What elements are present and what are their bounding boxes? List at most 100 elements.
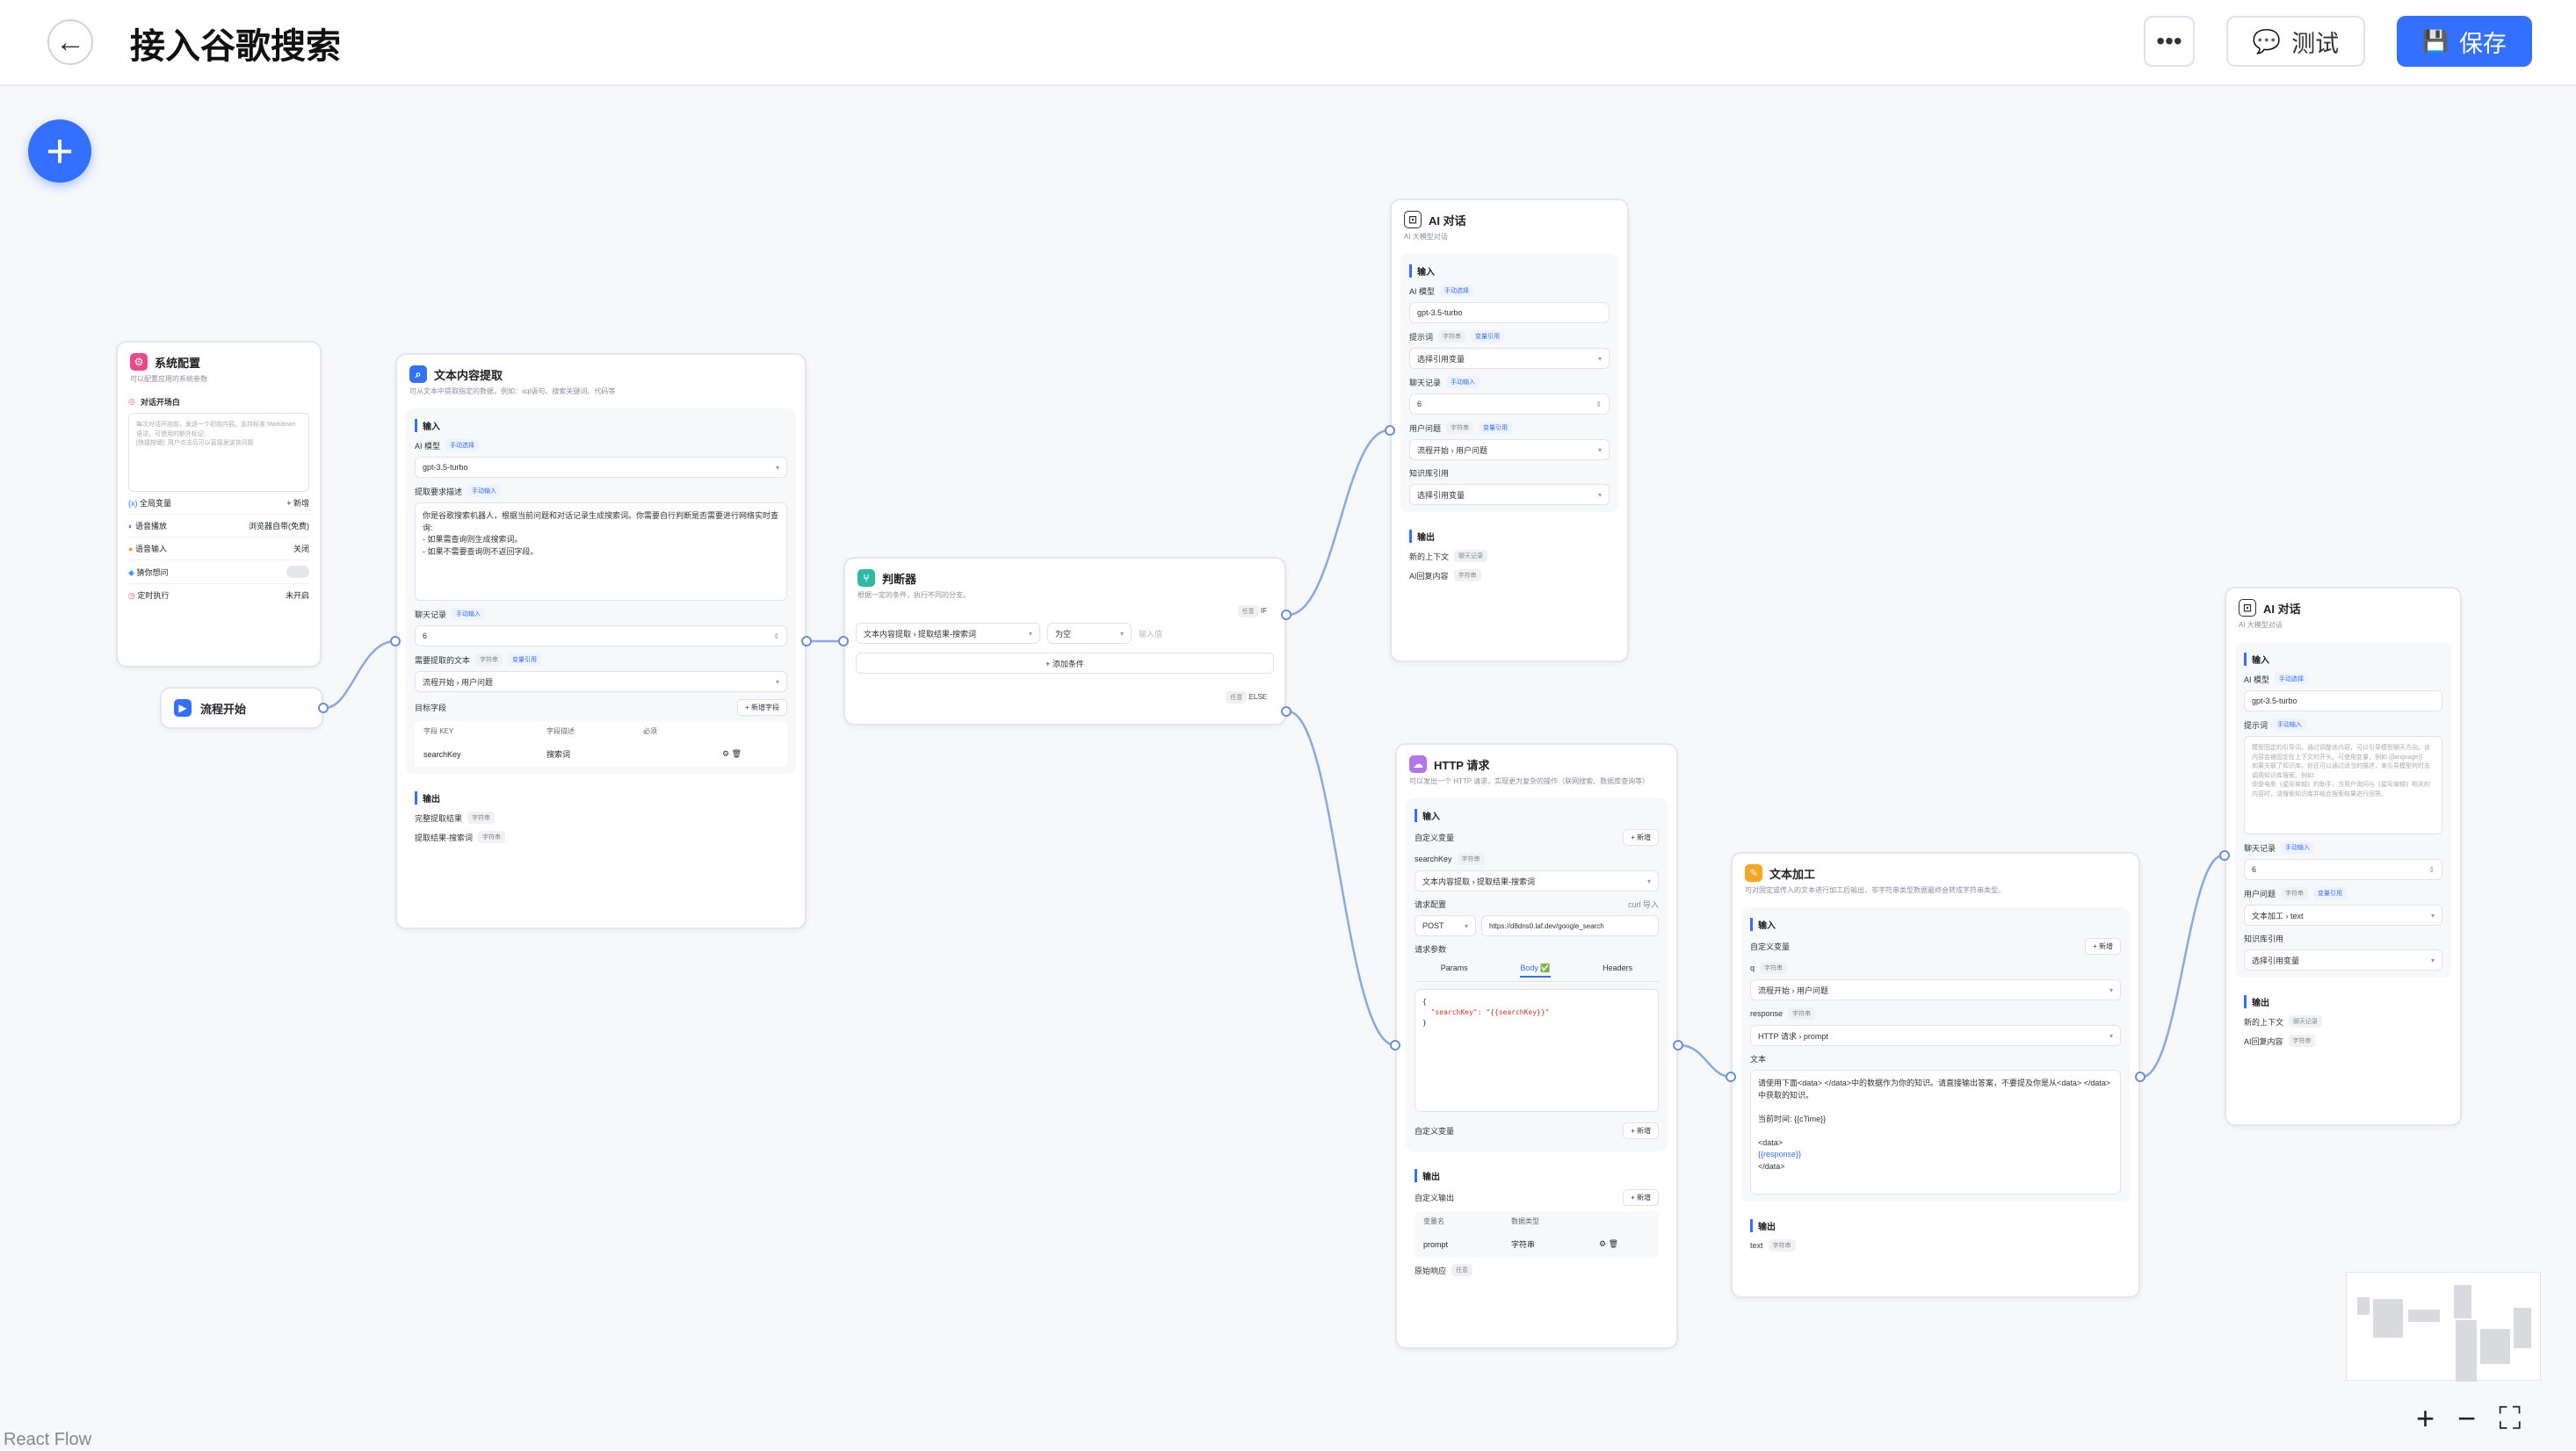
- chat-bubble-icon: 💬: [2252, 27, 2282, 54]
- minimap[interactable]: [2346, 1272, 2541, 1382]
- node-title: HTTP 请求: [1434, 758, 1490, 772]
- http-request-node[interactable]: ☁HTTP 请求 可以发出一个 HTTP 请求，实现更为复杂的操作（联网搜索、数…: [1395, 743, 1678, 1349]
- add-var-button[interactable]: + 新增: [1623, 829, 1659, 846]
- chevron-down-icon: ▾: [775, 677, 779, 686]
- question-select[interactable]: 流程开始 › 用户问题▾: [1409, 439, 1610, 460]
- test-button-label: 测试: [2291, 30, 2340, 57]
- save-button[interactable]: 💾 保存: [2397, 16, 2532, 67]
- question-label: 用户问题: [2244, 889, 2276, 899]
- url-input[interactable]: https://d8dns0.laf.dev/google_search: [1481, 915, 1659, 936]
- judge-node[interactable]: ⑂判断器 根据一定的条件，执行不同的分支。 任意 IF 文本内容提取 › 提取结…: [843, 557, 1286, 726]
- judge-if-handle[interactable]: [1281, 610, 1292, 620]
- question-tag1: 字符串: [2281, 887, 2309, 899]
- http-output-handle[interactable]: [1673, 1040, 1683, 1050]
- text-output-handle[interactable]: [2135, 1072, 2145, 1082]
- http-input-handle[interactable]: [1390, 1040, 1400, 1050]
- if-label: IF: [1260, 607, 1267, 615]
- text-line: <data>: [1758, 1137, 1784, 1147]
- guess-toggle[interactable]: [286, 566, 309, 578]
- zoom-out-icon[interactable]: −: [2457, 1400, 2477, 1436]
- col-key: 字段 KEY: [423, 727, 454, 735]
- history-stepper[interactable]: 6⇕: [415, 625, 787, 646]
- history-stepper[interactable]: 6⇕: [2244, 859, 2442, 880]
- col-required: 必须: [643, 727, 657, 735]
- voice-input-value[interactable]: 关闭: [293, 545, 309, 553]
- model-select[interactable]: gpt-3.5-turbo: [2244, 690, 2442, 711]
- question-select[interactable]: 文本加工 › text▾: [2244, 905, 2442, 926]
- plus-icon: +: [46, 125, 74, 177]
- trash-icon[interactable]: 🗑: [731, 749, 742, 758]
- desc-textarea[interactable]: 你是谷歌搜索机器人，根据当前问题和对话记录生成搜索词。你需要自行判断是否需要进行…: [415, 502, 787, 601]
- ai-chat-node-2[interactable]: ⊡AI 对话 AI 大模型对话 输入 AI 模型手动选择 gpt-3.5-tur…: [2225, 587, 2462, 1126]
- ai-chat-node-1[interactable]: ⊡AI 对话 AI 大模型对话 输入 AI 模型手动选择 gpt-3.5-tur…: [1390, 199, 1629, 662]
- condition-operator-select[interactable]: 为空▾: [1047, 623, 1132, 644]
- history-tag: 手动输入: [1446, 376, 1480, 388]
- raw-tag: 任意: [1451, 1264, 1473, 1276]
- add-var2-button[interactable]: + 新增: [1623, 1123, 1659, 1139]
- add-node-button[interactable]: +: [28, 119, 91, 183]
- text-editor[interactable]: 请使用下面<data> </data>中的数据作为你的知识。请直接输出答案，不要…: [1750, 1070, 2121, 1195]
- flow-start-node[interactable]: ▶ 流程开始: [160, 687, 323, 729]
- desc-label: 提取要求描述: [415, 487, 463, 496]
- node-desc: 根据一定的条件，执行不同的分支。: [857, 591, 970, 599]
- fit-view-icon[interactable]: ⛶: [2499, 1400, 2522, 1436]
- test-button[interactable]: 💬 测试: [2226, 16, 2365, 67]
- ai2-input-handle[interactable]: [2219, 850, 2230, 861]
- text-label: 需要提取的文本: [415, 655, 471, 665]
- ai-model-select[interactable]: gpt-3.5-turbo▾: [415, 457, 787, 478]
- kb-select[interactable]: 选择引用变量▾: [2244, 949, 2442, 971]
- row-desc: 搜索词: [546, 750, 571, 759]
- system-config-node[interactable]: ⚙系统配置 可以配置应用的系统参数 ◎对话开场白 每次对话开始前，发送一个初始内…: [116, 341, 322, 668]
- body-editor[interactable]: { "searchKey": "{{searchKey}}"}: [1415, 989, 1659, 1112]
- more-button[interactable]: •••: [2144, 16, 2195, 67]
- tab-body[interactable]: Body ✅: [1520, 964, 1551, 978]
- text-select[interactable]: 流程开始 › 用户问题▾: [415, 671, 787, 692]
- text-process-node[interactable]: ✎文本加工 可对固定或传入的文本进行加工后输出，非字符串类型数据最终会转成字符串…: [1731, 852, 2140, 1298]
- judge-else-handle[interactable]: [1281, 706, 1292, 717]
- ai1-input-handle[interactable]: [1385, 425, 1395, 436]
- curl-import-link[interactable]: curl 导入: [1627, 900, 1659, 909]
- add-var-button[interactable]: + 新增: [2085, 938, 2121, 955]
- output-section-title: 输出: [415, 791, 787, 805]
- kb-select[interactable]: 选择引用变量▾: [1409, 484, 1610, 505]
- resp-select[interactable]: HTTP 请求 › prompt▾: [1750, 1025, 2121, 1046]
- trash-icon[interactable]: 🗑: [1608, 1239, 1619, 1248]
- add-field-button[interactable]: + 新增字段: [737, 699, 787, 716]
- extract-input-handle[interactable]: [390, 636, 401, 646]
- start-output-handle[interactable]: [318, 703, 329, 713]
- condition-value-input[interactable]: 输入值: [1139, 629, 1163, 639]
- prompt-select[interactable]: 选择引用变量▾: [1409, 348, 1610, 369]
- add-output-button[interactable]: + 新增: [1623, 1189, 1659, 1206]
- tab-headers[interactable]: Headers: [1603, 964, 1633, 972]
- judge-input-handle[interactable]: [838, 636, 849, 646]
- tts-value[interactable]: 浏览器自带(免费): [249, 522, 309, 531]
- out1-label: 新的上下文: [1409, 552, 1450, 561]
- method-select[interactable]: POST▾: [1415, 915, 1476, 936]
- q-select[interactable]: 流程开始 › 用户问题▾: [1750, 979, 2121, 1000]
- react-flow-attribution[interactable]: React Flow: [4, 1430, 92, 1449]
- model-select[interactable]: gpt-3.5-turbo: [1409, 302, 1610, 323]
- input-section-title: 输入: [1750, 918, 2121, 931]
- add-condition-button[interactable]: + 添加条件: [856, 653, 1274, 674]
- text-input-handle[interactable]: [1726, 1072, 1736, 1082]
- opening-input[interactable]: 每次对话开始前，发送一个初始内容。支持标准 Markdown 语法，可使用的额外…: [128, 413, 309, 492]
- extract-output-handle[interactable]: [801, 636, 812, 646]
- text-extract-node[interactable]: ⌕文本内容提取 可从文本中提取指定的数据，例如：sql语句、搜索关键词、代码等 …: [395, 353, 807, 929]
- output-section-title: 输出: [1750, 1219, 2121, 1232]
- var-key: searchKey: [1415, 855, 1452, 863]
- prompt-textarea[interactable]: 模型固定的引导词，通过调整该内容，可以引导模型聊天方向。该内容会被固定在上下文的…: [2244, 736, 2442, 834]
- tab-params[interactable]: Params: [1440, 964, 1468, 972]
- history-label: 聊天记录: [415, 610, 447, 619]
- zoom-in-icon[interactable]: +: [2416, 1400, 2435, 1436]
- gear-icon[interactable]: ⚙: [722, 749, 730, 758]
- condition-variable-select[interactable]: 文本内容提取 › 提取结果-搜索词▾: [856, 623, 1040, 644]
- history-stepper[interactable]: 6⇕: [1409, 393, 1610, 415]
- gear-icon[interactable]: ⚙: [1599, 1239, 1607, 1248]
- timer-value[interactable]: 未开启: [285, 591, 309, 600]
- var-select[interactable]: 文本内容提取 › 提取结果-搜索词▾: [1415, 870, 1659, 892]
- text-value-b: 用户问题: [461, 677, 494, 687]
- global-var-add[interactable]: + 新增: [286, 499, 309, 508]
- out2-tag: 字符串: [2288, 1035, 2316, 1047]
- back-button[interactable]: ←: [47, 19, 93, 65]
- history-value: 6: [2252, 865, 2257, 874]
